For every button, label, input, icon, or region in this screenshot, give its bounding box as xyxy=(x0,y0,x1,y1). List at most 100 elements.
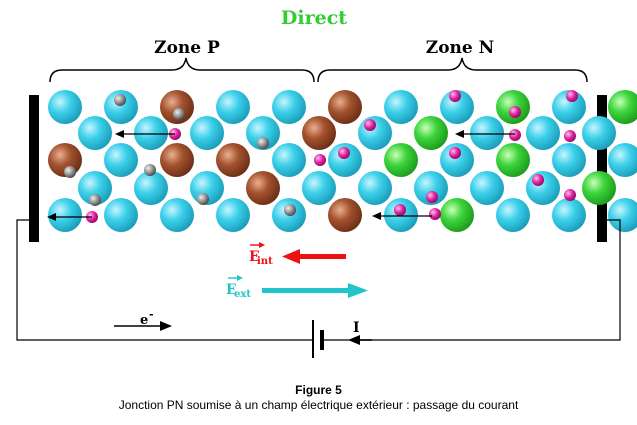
hole xyxy=(144,164,156,176)
internal-field-arrow xyxy=(282,249,346,264)
silicon-atom xyxy=(134,171,168,205)
electron-charge-sign: - xyxy=(149,308,154,321)
acceptor-atom xyxy=(246,171,280,205)
hole xyxy=(284,204,296,216)
hole xyxy=(64,166,76,178)
silicon-atom xyxy=(216,198,250,232)
silicon-atom xyxy=(190,116,224,150)
silicon-atom xyxy=(302,171,336,205)
current-arrow xyxy=(348,335,372,345)
zone-n-label: Zone N xyxy=(426,38,494,58)
figure-caption: Jonction PN soumise à un champ électriqu… xyxy=(118,398,519,412)
acceptor-atom xyxy=(216,143,250,177)
internal-field-subscript: int xyxy=(257,256,273,267)
donor-atom xyxy=(496,143,530,177)
silicon-atom xyxy=(440,90,474,124)
donor-atom xyxy=(582,171,616,205)
electron-flow-arrow xyxy=(114,321,172,331)
silicon-atom xyxy=(440,143,474,177)
circuit-wires xyxy=(16,219,621,341)
electron xyxy=(449,147,461,159)
silicon-atom xyxy=(526,171,560,205)
external-field-vector-mark xyxy=(228,275,243,281)
right-electrode xyxy=(597,95,607,242)
external-field-subscript: ext xyxy=(234,289,251,300)
silicon-atom xyxy=(134,116,168,150)
silicon-atom xyxy=(272,143,306,177)
electron xyxy=(314,154,326,166)
donor-atom xyxy=(414,116,448,150)
silicon-atom xyxy=(246,116,280,150)
silicon-atom xyxy=(470,171,504,205)
silicon-atom xyxy=(78,116,112,150)
hole xyxy=(173,108,185,120)
acceptor-atom xyxy=(160,90,194,124)
silicon-atom xyxy=(552,90,586,124)
donor-atom xyxy=(440,198,474,232)
arrow-icon xyxy=(47,213,56,221)
donor-atom xyxy=(384,143,418,177)
silicon-atom xyxy=(48,90,82,124)
hole xyxy=(257,137,269,149)
figure-number: Figure 5 xyxy=(295,383,342,397)
internal-field-letter: E xyxy=(249,249,260,265)
silicon-atom xyxy=(608,198,637,232)
silicon-atom xyxy=(496,198,530,232)
silicon-atom xyxy=(328,143,362,177)
acceptor-atom xyxy=(328,90,362,124)
silicon-atom xyxy=(358,171,392,205)
zone-p-brace xyxy=(49,57,315,83)
electron xyxy=(509,106,521,118)
donor-atom xyxy=(608,90,637,124)
electron xyxy=(449,90,461,102)
hole xyxy=(197,193,209,205)
electron xyxy=(429,208,441,220)
electron xyxy=(564,130,576,142)
silicon-atom xyxy=(552,198,586,232)
silicon-atom xyxy=(104,90,138,124)
acceptor-atom xyxy=(302,116,336,150)
silicon-atom xyxy=(384,90,418,124)
zone-p-label: Zone P xyxy=(154,38,220,58)
electron xyxy=(394,204,406,216)
zone-n-brace xyxy=(317,57,588,83)
electron xyxy=(566,90,578,102)
silicon-atom xyxy=(608,143,637,177)
current-label: I xyxy=(353,320,360,336)
silicon-atom xyxy=(272,90,306,124)
electron xyxy=(426,191,438,203)
silicon-atom xyxy=(414,171,448,205)
silicon-atom xyxy=(104,143,138,177)
electron xyxy=(364,119,376,131)
crystal-lattice xyxy=(47,90,637,232)
left-electrode xyxy=(29,95,39,242)
internal-field-vector-mark xyxy=(250,242,265,248)
electron xyxy=(532,174,544,186)
battery-icon xyxy=(312,320,324,358)
silicon-atom xyxy=(582,116,616,150)
electron xyxy=(338,147,350,159)
external-field-letter: E xyxy=(226,282,237,298)
silicon-atom xyxy=(358,116,392,150)
silicon-atom xyxy=(104,198,138,232)
arrow-icon xyxy=(455,130,464,138)
silicon-atom xyxy=(160,198,194,232)
silicon-atom xyxy=(552,143,586,177)
external-field-arrow xyxy=(262,283,368,298)
silicon-atom xyxy=(78,171,112,205)
hole xyxy=(89,194,101,206)
silicon-atom xyxy=(216,90,250,124)
silicon-atom xyxy=(526,116,560,150)
electron xyxy=(564,189,576,201)
hole xyxy=(114,94,126,106)
acceptor-atom xyxy=(160,143,194,177)
silicon-atom xyxy=(48,198,82,232)
diagram-title: Direct xyxy=(281,7,347,29)
silicon-atom xyxy=(470,116,504,150)
electron-symbol: e xyxy=(140,313,148,328)
arrow-icon xyxy=(372,212,381,220)
arrow-icon xyxy=(115,130,124,138)
electron xyxy=(509,129,521,141)
acceptor-atom xyxy=(328,198,362,232)
